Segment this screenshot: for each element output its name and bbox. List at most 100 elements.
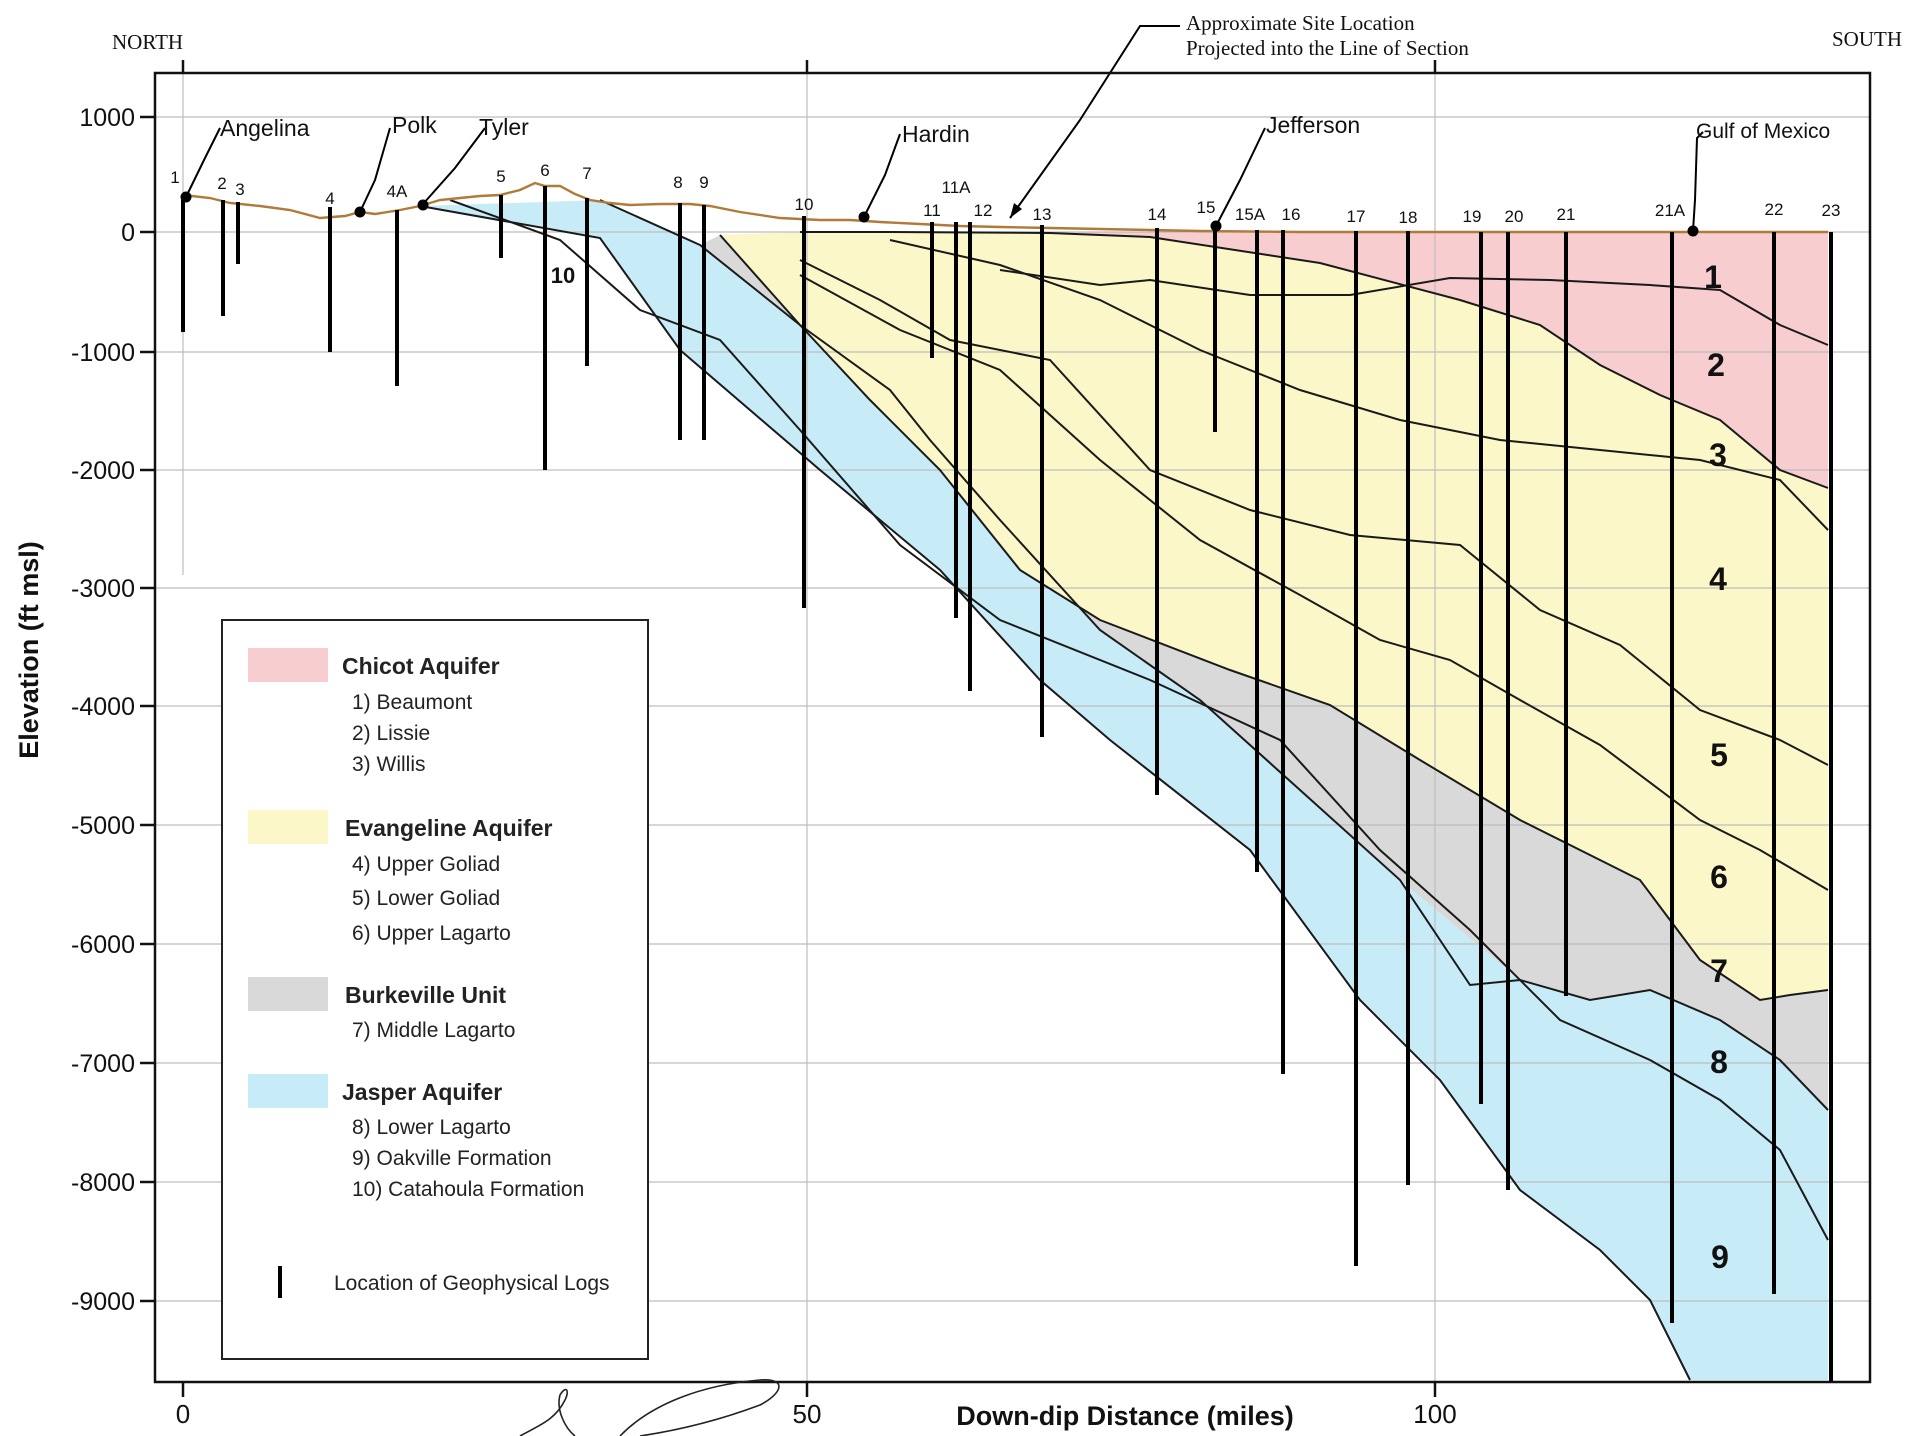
unit-number: 7 (1710, 953, 1728, 989)
base-unit-5-line (799, 274, 1829, 891)
unit-number: 8 (1710, 1044, 1728, 1080)
legend-swatch-evangeline (248, 810, 328, 844)
top-burkeville-line (719, 234, 1829, 1002)
legend-item: 2) Lissie (352, 722, 430, 745)
well-label: 18 (1399, 208, 1418, 227)
legend-swatch-jasper (248, 1074, 328, 1108)
chicot-aquifer-fill (800, 232, 1828, 488)
legend-item: 1) Beaumont (352, 691, 472, 714)
well-label: 10 (795, 195, 814, 214)
hardin-marker (858, 211, 870, 223)
county-polk: Polk (392, 112, 437, 138)
well-label: 8 (673, 173, 682, 192)
legend-swatch-burkeville (248, 977, 328, 1011)
x-axis-title: Down-dip Distance (miles) (956, 1401, 1294, 1431)
legend-item: 10) Catahoula Formation (352, 1178, 584, 1201)
county-jefferson: Jefferson (1266, 112, 1360, 138)
y-tick: -8000 (71, 1169, 135, 1197)
base-unit-1-line (999, 269, 1829, 346)
legend-heading-evangeline: Evangeline Aquifer (345, 815, 553, 841)
well-label: 7 (582, 164, 591, 183)
y-tick: -5000 (71, 812, 135, 840)
y-tick-labels: 1000 0 -1000 -2000 -3000 -4000 -5000 -60… (71, 104, 135, 1316)
well-label: 6 (540, 161, 549, 180)
legend-item: 8) Lower Lagarto (352, 1116, 511, 1139)
polk-marker (354, 206, 366, 218)
county-labels: Angelina Polk Tyler Hardin Jefferson Gul… (220, 112, 1830, 147)
axes-frame (153, 71, 1872, 1384)
unit-number: 9 (1711, 1239, 1729, 1275)
well-label: 22 (1765, 200, 1784, 219)
county-angelina: Angelina (220, 115, 310, 141)
legend-item: 6) Upper Lagarto (352, 922, 511, 945)
well-label: 14 (1148, 205, 1167, 224)
y-tick: 0 (121, 219, 135, 247)
unit-number: 6 (1710, 859, 1728, 895)
evangeline-aquifer-fill (720, 232, 1828, 1000)
well-label: 11 (923, 201, 941, 220)
unit-number: 2 (1707, 347, 1725, 383)
axis-ticks (140, 60, 1437, 1397)
unit-number: 5 (1710, 737, 1728, 773)
legend-log-label: Location of Geophysical Logs (334, 1272, 610, 1295)
tyler-marker (417, 199, 429, 211)
y-tick: -3000 (71, 575, 135, 603)
well-label: 2 (217, 174, 226, 193)
unit-number: 1 (1704, 259, 1722, 295)
well-label: 13 (1033, 205, 1052, 224)
well-label: 5 (496, 167, 505, 186)
well-label: 23 (1822, 201, 1841, 220)
geophysical-logs (181, 186, 1833, 1382)
burkeville-unit-fill (700, 235, 1828, 1110)
signature (519, 1379, 780, 1436)
well-label: 21A (1655, 201, 1686, 220)
jefferson-marker (1210, 220, 1222, 232)
stratigraphy-fills (420, 200, 1828, 1380)
unit-number: 4 (1709, 561, 1727, 597)
y-tick: -6000 (71, 931, 135, 959)
y-tick: -1000 (71, 339, 135, 367)
unit-number: 3 (1709, 437, 1727, 473)
y-axis-title: Elevation (ft msl) (14, 541, 44, 759)
gulf-marker (1687, 225, 1699, 237)
x-tick-labels: 0 50 100 (176, 1399, 1457, 1429)
legend-swatch-chicot (248, 648, 328, 682)
y-tick: -9000 (71, 1288, 135, 1316)
well-label: 19 (1463, 207, 1482, 226)
legend-heading-chicot: Chicot Aquifer (342, 653, 500, 679)
legend-item: 4) Upper Goliad (352, 853, 500, 876)
county-hardin: Hardin (902, 121, 970, 147)
well-label: 3 (235, 180, 244, 199)
well-label: 16 (1282, 205, 1301, 224)
legend-heading-burkeville: Burkeville Unit (345, 982, 506, 1008)
well-label: 4 (325, 189, 334, 208)
angelina-marker (180, 191, 192, 203)
site-arrow-head (1010, 203, 1022, 218)
y-tick: -4000 (71, 693, 135, 721)
legend-heading-jasper: Jasper Aquifer (342, 1079, 502, 1105)
well-label: 12 (974, 201, 993, 220)
well-labels: 1 2 3 4 4A 5 6 7 8 9 10 11 11A 12 13 14 … (170, 161, 1840, 227)
site-note-line1: Approximate Site Location (1186, 11, 1415, 35)
legend-item: 7) Middle Lagarto (352, 1019, 515, 1042)
county-tyler: Tyler (479, 114, 529, 140)
south-label: SOUTH (1832, 27, 1902, 51)
legend-item: 9) Oakville Formation (352, 1147, 552, 1170)
jasper-aquifer-fill (420, 200, 1828, 1380)
well-label: 1 (170, 168, 179, 187)
well-label: 15 (1197, 198, 1216, 217)
well-label: 21 (1557, 205, 1576, 224)
legend-item: 3) Willis (352, 753, 426, 776)
well-label: 11A (942, 178, 972, 197)
well-label: 4A (387, 182, 408, 201)
well-label: 9 (699, 173, 708, 192)
north-label: NORTH (112, 30, 183, 54)
county-gulf-of-mexico: Gulf of Mexico (1696, 120, 1830, 143)
x-tick: 100 (1413, 1399, 1456, 1429)
base-unit-4-line (799, 259, 1829, 766)
legend: Chicot Aquifer 1) Beaumont 2) Lissie 3) … (221, 619, 649, 1360)
legend-item: 5) Lower Goliad (352, 887, 500, 910)
base-unit-2-line (889, 239, 1829, 531)
x-tick: 50 (793, 1399, 822, 1429)
